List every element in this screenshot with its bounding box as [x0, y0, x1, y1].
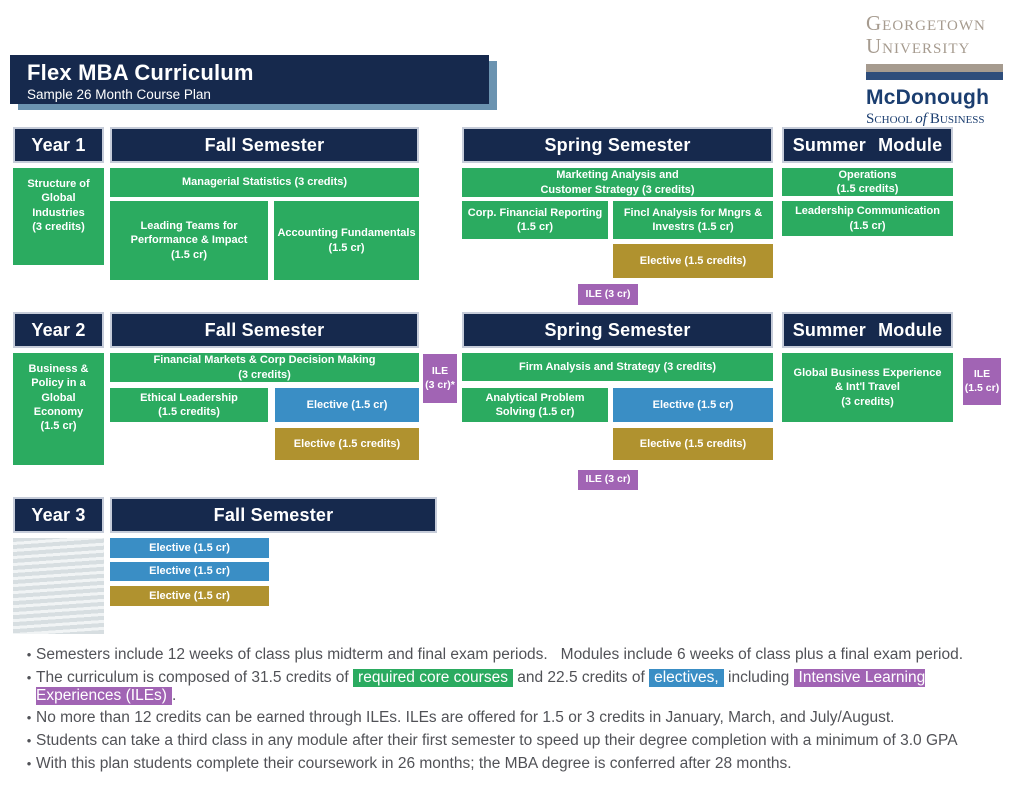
note-2: • The curriculum is composed of 31.5 cre…: [22, 668, 1010, 705]
course-managerial-statistics: Managerial Statistics (3 credits): [110, 168, 419, 197]
note-1-text: Semesters include 12 weeks of class plus…: [36, 646, 964, 663]
note-4-text: Students can take a third class in any m…: [36, 732, 958, 750]
year2-summer-header: Summer Module: [782, 312, 953, 348]
elective-box-year3-1: Elective (1.5 cr): [110, 538, 269, 558]
elective-box-year3-2: Elective (1.5 cr): [110, 562, 269, 581]
course-analytical-problem-solving: Analytical Problem Solving (1.5 cr): [462, 388, 608, 422]
highlight-required-core-courses: required core courses: [353, 668, 513, 687]
ile-badge-year2-spring: ILE (3 cr): [578, 470, 638, 490]
note-5-text: With this plan students complete their c…: [36, 755, 792, 773]
elective-box-year2-fall-gold: Elective (1.5 credits): [275, 428, 419, 460]
ile-badge-year1-spring: ILE (3 cr): [578, 284, 638, 305]
note-3: • No more than 12 credits can be earned …: [22, 709, 1010, 727]
bullet-icon: •: [26, 669, 32, 685]
year2-label: Year 2: [13, 312, 104, 348]
course-business-policy-global-economy: Business & Policy in a Global Economy (1…: [13, 353, 104, 465]
elective-box-year2-spring-blue: Elective (1.5 cr): [613, 388, 773, 422]
note-3-text: No more than 12 credits can be earned th…: [36, 709, 895, 727]
course-ethical-leadership: Ethical Leadership (1.5 credits): [110, 388, 268, 422]
course-firm-analysis-strategy: Firm Analysis and Strategy (3 credits): [462, 353, 773, 381]
bullet-icon: •: [26, 710, 32, 726]
note-2-part4: .: [171, 686, 177, 704]
year1-label: Year 1: [13, 127, 104, 163]
course-accounting-fundamentals: Accounting Fundamentals (1.5 cr): [274, 201, 419, 280]
year1-spring-header: Spring Semester: [462, 127, 773, 163]
ile-badge-year2-fall: ILE (3 cr)*: [423, 354, 457, 403]
elective-box-year2-spring-gold: Elective (1.5 credits): [613, 428, 773, 460]
course-leadership-communication: Leadership Communication (1.5 cr): [782, 201, 953, 236]
note-2-text: The curriculum is composed of 31.5 credi…: [36, 668, 1010, 705]
course-marketing-analysis: Marketing Analysis and Customer Strategy…: [462, 168, 773, 197]
course-fincl-analysis: Fincl Analysis for Mngrs & Investrs (1.5…: [613, 201, 773, 239]
wordmark-university: University: [866, 33, 971, 58]
logo-bar-navy: [866, 72, 1003, 81]
footnotes: • Semesters include 12 weeks of class pl…: [22, 646, 1010, 778]
logo-of-word: of: [915, 111, 927, 128]
bullet-icon: •: [26, 733, 32, 749]
note-4: • Students can take a third class in any…: [22, 732, 1010, 750]
page-title: Flex MBA Curriculum: [27, 60, 254, 85]
year1-summer-header: Summer Module: [782, 127, 953, 163]
note-5: • With this plan students complete their…: [22, 755, 1010, 773]
course-leading-teams: Leading Teams for Performance & Impact (…: [110, 201, 268, 280]
elective-box-year2-fall-blue: Elective (1.5 cr): [275, 388, 419, 422]
course-structure-global-industries: Structure of Global Industries (3 credit…: [13, 168, 104, 265]
logo-school-word: School: [866, 111, 913, 128]
year3-fall-header: Fall Semester: [110, 497, 437, 533]
note-2-part2: and 22.5 credits of: [512, 668, 650, 686]
year2-fall-header: Fall Semester: [110, 312, 419, 348]
highlight-electives: electives,: [649, 668, 724, 687]
course-financial-markets: Financial Markets & Corp Decision Making…: [110, 353, 419, 382]
title-banner: Flex MBA Curriculum Sample 26 Month Cour…: [10, 55, 489, 104]
year2-spring-header: Spring Semester: [462, 312, 773, 348]
note-2-part3: including: [723, 668, 794, 686]
wordmark-georgetown: Georgetown: [866, 11, 986, 35]
logo-business-word: Business: [929, 111, 985, 128]
logo-mcdonough: McDonough: [866, 86, 990, 110]
note-1: • Semesters include 12 weeks of class pl…: [22, 646, 1010, 664]
year1-fall-header: Fall Semester: [110, 127, 419, 163]
logo-bar-taupe: [866, 64, 1003, 73]
elective-box-year3-3: Elective (1.5 cr): [110, 586, 269, 606]
course-corp-financial-reporting: Corp. Financial Reporting (1.5 cr): [462, 201, 608, 239]
page-subtitle: Sample 26 Month Course Plan: [27, 87, 211, 102]
ile-badge-year2-summer: ILE (1.5 cr): [963, 358, 1001, 405]
course-global-business-experience: Global Business Experience & Int'l Trave…: [782, 353, 953, 422]
course-operations: Operations (1.5 credits): [782, 168, 953, 196]
elective-box-year1-spring: Elective (1.5 credits): [613, 244, 773, 278]
year3-label: Year 3: [13, 497, 104, 533]
note-2-part1: The curriculum is composed of 31.5 credi…: [36, 668, 354, 686]
bullet-icon: •: [26, 647, 32, 662]
bullet-icon: •: [26, 756, 32, 772]
year3-placeholder-hatch: [13, 538, 104, 634]
